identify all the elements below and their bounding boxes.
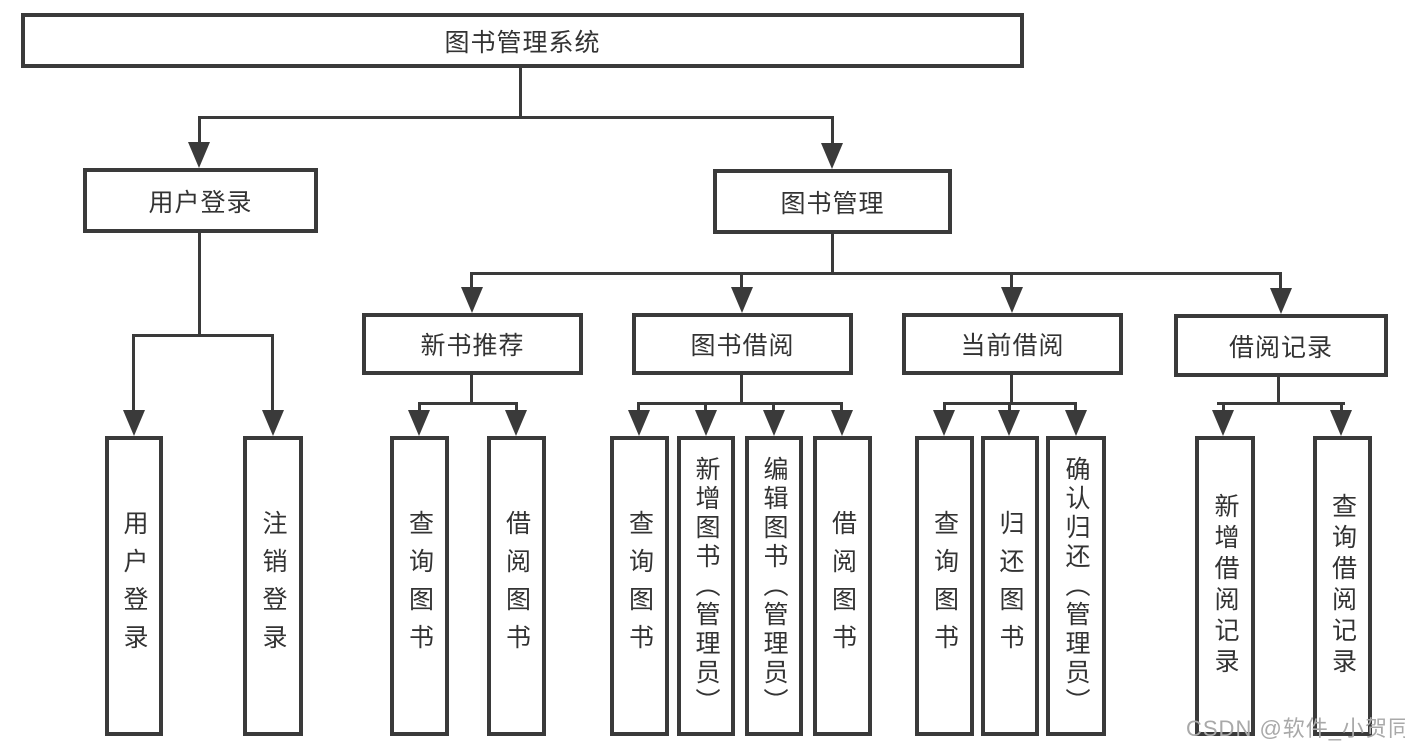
- connector-line: [470, 272, 1282, 275]
- arrow-down-icon: [505, 410, 527, 436]
- connector-line: [271, 334, 274, 412]
- node-book-borrowing: 图书借阅: [632, 313, 853, 375]
- node-book-management: 图书管理: [713, 169, 952, 234]
- connector-line: [132, 334, 135, 412]
- arrow-down-icon: [998, 410, 1020, 436]
- connector-line: [470, 272, 473, 289]
- leaf-nbr-query-books: 查询图书: [390, 436, 449, 736]
- leaf-br-query-record: 查询借阅记录: [1313, 436, 1372, 736]
- connector-line: [831, 233, 834, 274]
- node-borrowing-records-label: 借阅记录: [1228, 333, 1333, 362]
- connector-line: [418, 402, 421, 412]
- connector-line: [1010, 272, 1013, 289]
- arrow-down-icon: [188, 142, 210, 168]
- leaf-bb-borrow-books-label: 借阅图书: [828, 510, 857, 662]
- arrow-down-icon: [831, 410, 853, 436]
- leaf-nbr-query-books-label: 查询图书: [405, 510, 434, 662]
- leaf-br-query-record-label: 查询借阅记录: [1328, 493, 1357, 679]
- arrow-down-icon: [628, 410, 650, 436]
- node-root-label: 图书管理系统: [444, 28, 601, 57]
- connector-line: [840, 402, 843, 412]
- node-new-book-recommend-label: 新书推荐: [420, 332, 525, 360]
- arrow-down-icon: [1270, 288, 1292, 314]
- node-book-management-label: 图书管理: [780, 189, 885, 218]
- arrow-down-icon: [763, 410, 785, 436]
- connector-line: [740, 374, 743, 405]
- leaf-nbr-borrow-books-label: 借阅图书: [502, 510, 531, 662]
- connector-line: [772, 402, 775, 412]
- node-new-book-recommend: 新书推荐: [362, 313, 583, 375]
- leaf-br-add-record-label: 新增借阅记录: [1211, 493, 1239, 679]
- node-root: 图书管理系统: [21, 13, 1024, 68]
- leaf-bb-query-books: 查询图书: [610, 436, 669, 736]
- arrow-down-icon: [408, 410, 430, 436]
- connector-line: [519, 67, 522, 118]
- connector-line: [470, 374, 473, 405]
- arrow-down-icon: [461, 287, 483, 313]
- leaf-logout: 注销登录: [243, 436, 303, 736]
- leaf-bb-add-books-label: 新增图书（管理员）: [692, 455, 720, 717]
- leaf-logout-label: 注销登录: [259, 510, 287, 662]
- leaf-cb-query-books-label: 查询图书: [930, 510, 959, 662]
- leaf-bb-edit-books-label: 编辑图书（管理员）: [760, 455, 788, 717]
- node-user-login: 用户登录: [83, 168, 318, 233]
- leaf-br-add-record: 新增借阅记录: [1195, 436, 1255, 736]
- leaf-bb-query-books-label: 查询图书: [625, 510, 654, 662]
- connector-line: [831, 116, 834, 145]
- arrow-down-icon: [1330, 410, 1352, 436]
- connector-line: [132, 334, 274, 337]
- leaf-bb-add-books: 新增图书（管理员）: [677, 436, 735, 736]
- leaf-cb-return-books-label: 归还图书: [996, 510, 1024, 662]
- node-user-login-label: 用户登录: [148, 188, 253, 217]
- watermark: CSDN @软件_小贺同学: [1186, 716, 1405, 741]
- connector-line: [1074, 402, 1077, 412]
- connector-line: [1279, 272, 1282, 289]
- arrow-down-icon: [1065, 410, 1087, 436]
- arrow-down-icon: [1212, 410, 1234, 436]
- connector-line: [198, 232, 201, 336]
- connector-line: [704, 402, 707, 412]
- leaf-user-login-label: 用户登录: [120, 510, 148, 662]
- connector-line: [1010, 374, 1013, 405]
- arrow-down-icon: [1001, 287, 1023, 313]
- leaf-bb-edit-books: 编辑图书（管理员）: [745, 436, 803, 736]
- connector-line: [943, 402, 946, 412]
- arrow-down-icon: [262, 410, 284, 436]
- leaf-nbr-borrow-books: 借阅图书: [487, 436, 546, 736]
- arrow-down-icon: [821, 143, 843, 169]
- leaf-bb-borrow-books: 借阅图书: [813, 436, 872, 736]
- connector-line: [1217, 402, 1345, 405]
- leaf-cb-query-books: 查询图书: [915, 436, 974, 736]
- connector-line: [198, 116, 834, 119]
- connector-line: [637, 402, 640, 412]
- leaf-cb-confirm-return-label: 确认归还（管理员）: [1062, 455, 1090, 717]
- arrow-down-icon: [123, 410, 145, 436]
- arrow-down-icon: [933, 410, 955, 436]
- connector-line: [1222, 402, 1225, 412]
- connector-line: [1340, 402, 1343, 412]
- connector-line: [515, 402, 518, 412]
- node-borrowing-records: 借阅记录: [1174, 314, 1388, 377]
- leaf-user-login: 用户登录: [105, 436, 163, 736]
- arrow-down-icon: [731, 287, 753, 313]
- connector-line: [198, 116, 201, 144]
- connector-line: [637, 402, 843, 405]
- connector-line: [1277, 376, 1280, 405]
- connector-line: [418, 402, 518, 405]
- node-current-borrowing-label: 当前借阅: [960, 332, 1065, 360]
- connector-line: [740, 272, 743, 289]
- node-current-borrowing: 当前借阅: [902, 313, 1123, 375]
- connector-line: [1008, 402, 1011, 412]
- arrow-down-icon: [695, 410, 717, 436]
- node-book-borrowing-label: 图书借阅: [690, 332, 795, 360]
- leaf-cb-return-books: 归还图书: [981, 436, 1039, 736]
- leaf-cb-confirm-return: 确认归还（管理员）: [1046, 436, 1106, 736]
